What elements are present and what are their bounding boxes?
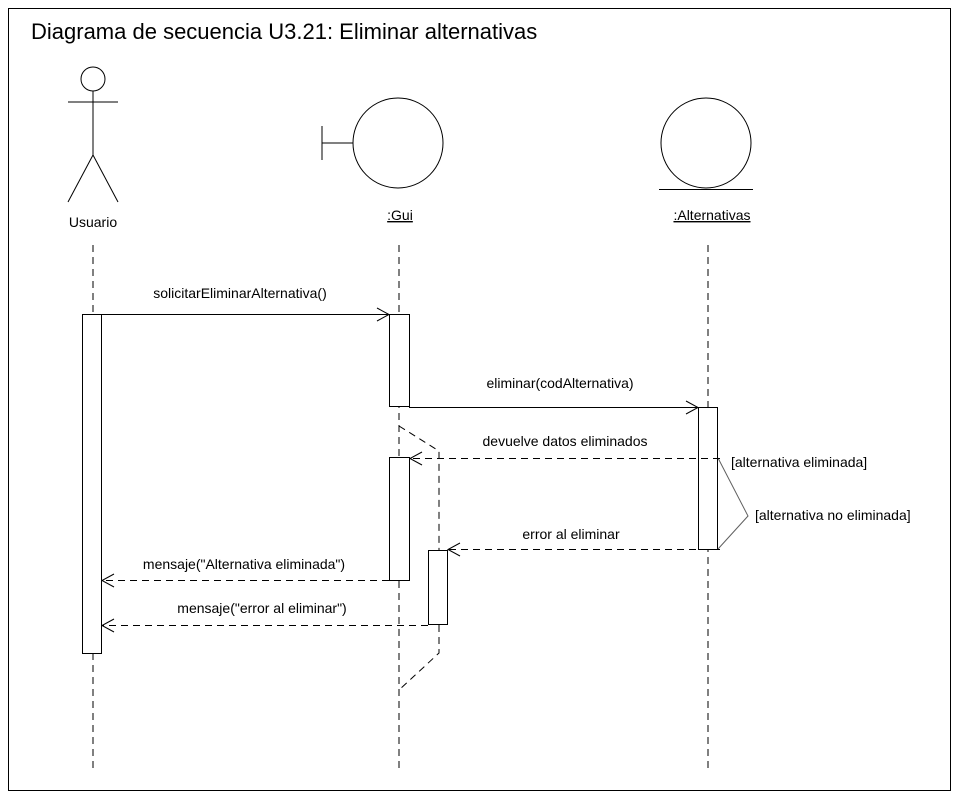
guard-alternativa-no-eliminada: [alternativa no eliminada] [755,507,911,523]
message-label: eliminar(codAlternativa) [486,375,633,391]
message-eliminar: eliminar(codAlternativa) [409,375,700,415]
message-alternativa-eliminada: mensaje("Alternativa eliminada") [100,556,389,588]
participant-alternativas-label: :Alternativas [673,207,750,223]
message-label: devuelve datos eliminados [483,433,648,449]
activation-alternativas [698,407,718,550]
guard-alternativa-eliminada: [alternativa eliminada] [731,454,867,470]
message-devuelve-datos: devuelve datos eliminados [408,433,720,466]
message-label: error al eliminar [522,526,620,542]
activation-gui-1 [389,314,410,407]
message-label: mensaje("error al eliminar") [177,600,346,616]
message-error-al-eliminar: error al eliminar [446,526,720,557]
diagram-frame [8,8,951,791]
message-solicitar-eliminar: solicitarEliminarAlternativa() [101,285,391,322]
activation-usuario [82,314,102,654]
participant-gui-label: :Gui [387,207,413,223]
stick-figure-icon [67,66,119,203]
entity-icon [659,97,753,190]
branch-connector [398,425,440,551]
activation-gui-3 [428,550,448,625]
message-error-eliminar-usuario: mensaje("error al eliminar") [100,600,428,633]
diagram-title: Diagrama de secuencia U3.21: Eliminar al… [31,19,537,44]
actor-label: Usuario [69,214,117,230]
guard-bracket [717,457,749,550]
branch-connector-end [398,625,440,691]
message-label: solicitarEliminarAlternativa() [153,285,327,301]
actor-usuario: Usuario [67,66,119,230]
boundary-icon [321,97,444,189]
participant-gui: :Gui [321,97,444,223]
message-label: mensaje("Alternativa eliminada") [143,556,345,572]
participant-alternativas: :Alternativas [659,97,753,223]
activation-gui-2 [389,457,410,581]
